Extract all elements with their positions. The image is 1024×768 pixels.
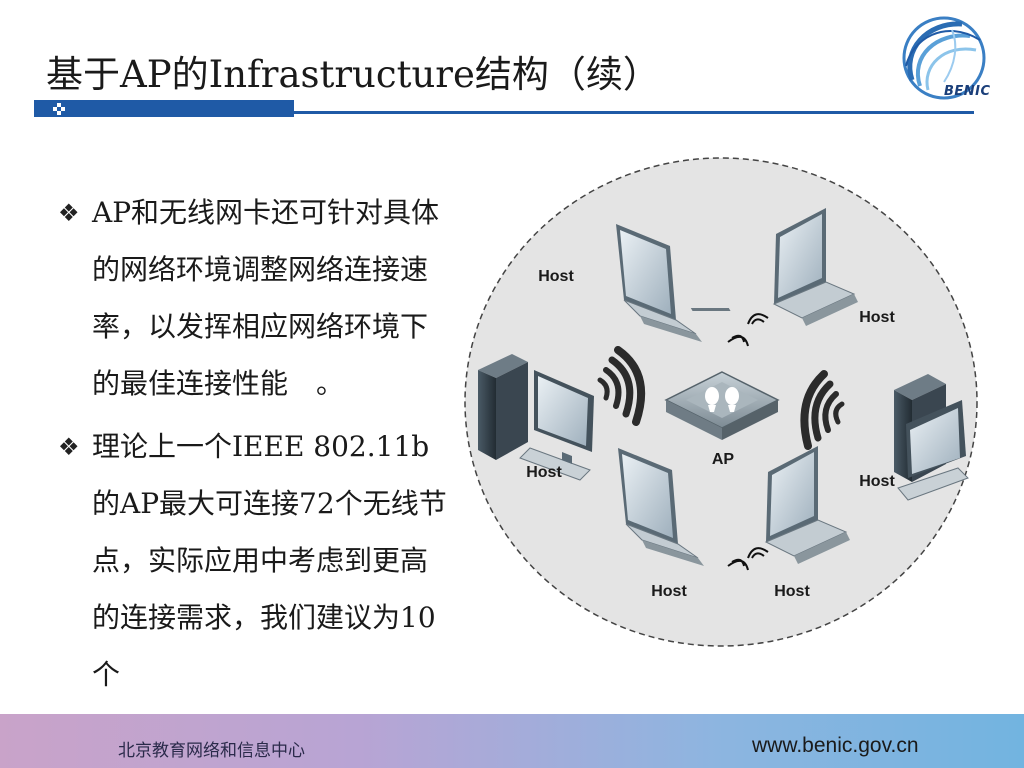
host-label: Host bbox=[651, 583, 687, 600]
diamond-marker-icon bbox=[53, 103, 65, 115]
footer-bar bbox=[0, 714, 1024, 768]
bullet-icon: ❖ bbox=[58, 433, 80, 461]
bullet-item: ❖ AP和无线网卡还可针对具体的网络环境调整网络连接速率，以发挥相应网络环境下的… bbox=[58, 184, 468, 412]
desktop-computer-icon bbox=[478, 354, 594, 481]
host-label: Host bbox=[859, 309, 895, 326]
logo-text: BENIC bbox=[944, 84, 991, 99]
laptop-icon bbox=[618, 448, 704, 566]
benic-logo bbox=[902, 16, 986, 100]
network-diagram: AP Host Host Host bbox=[464, 157, 978, 647]
bullet-item: ❖ 理论上一个IEEE 802.11b的AP最大可连接72个无线节点，实际应用中… bbox=[58, 418, 468, 703]
wireless-signal-icon bbox=[597, 346, 646, 426]
ap-label: AP bbox=[712, 451, 735, 468]
footer-organization: 北京教育网络和信息中心 bbox=[118, 741, 305, 761]
wireless-signal-icon bbox=[747, 547, 769, 559]
bullet-icon: ❖ bbox=[58, 199, 80, 227]
bullet-text: AP和无线网卡还可针对具体的网络环境调整网络连接速率，以发挥相应网络环境下的最佳… bbox=[92, 196, 440, 400]
laptop-icon bbox=[772, 208, 858, 326]
host-label: Host bbox=[526, 464, 562, 481]
laptop-icon bbox=[764, 446, 850, 564]
title-underline bbox=[294, 111, 974, 114]
host-label: Host bbox=[774, 583, 810, 600]
desktop-computer-icon bbox=[894, 374, 969, 501]
laptop-icon bbox=[616, 224, 731, 342]
wireless-signal-icon bbox=[800, 370, 845, 450]
host-label: Host bbox=[538, 268, 574, 285]
slide-title: 基于AP的Infrastructure结构（续） bbox=[46, 53, 660, 96]
wireless-signal-icon bbox=[727, 558, 749, 571]
bullet-text: 理论上一个IEEE 802.11b的AP最大可连接72个无线节点，实际应用中考虑… bbox=[92, 430, 447, 691]
host-label: Host bbox=[859, 473, 895, 490]
access-point-icon bbox=[664, 371, 780, 440]
wireless-signal-icon bbox=[727, 334, 749, 347]
wireless-signal-icon bbox=[747, 313, 769, 325]
bullet-list: ❖ AP和无线网卡还可针对具体的网络环境调整网络连接速率，以发挥相应网络环境下的… bbox=[58, 184, 468, 709]
footer-url[interactable]: www.benic.gov.cn bbox=[752, 734, 919, 757]
title-underline-accent bbox=[34, 100, 294, 117]
